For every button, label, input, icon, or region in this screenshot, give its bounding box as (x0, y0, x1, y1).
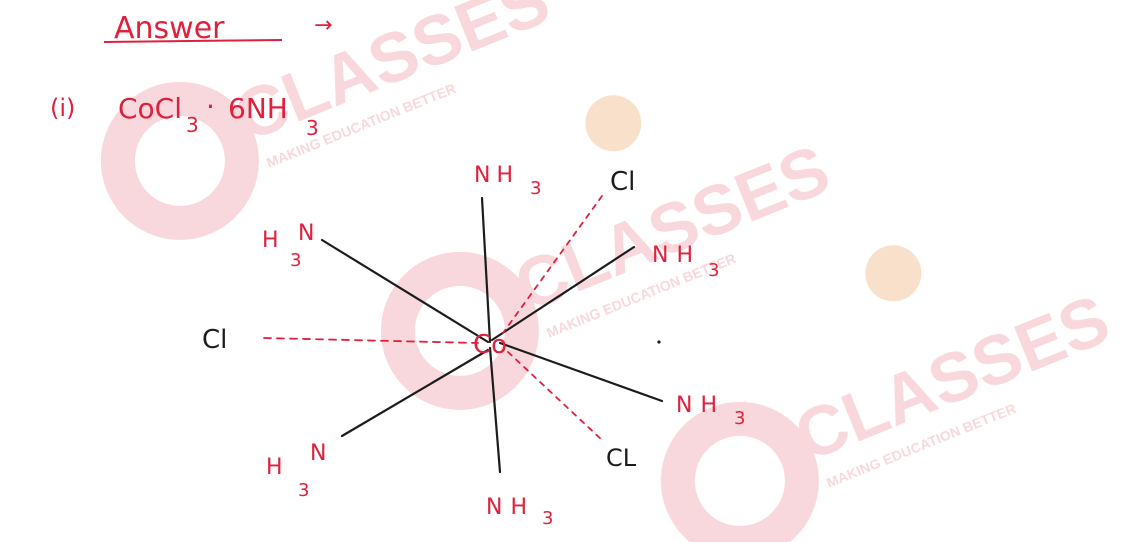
ligand-base: NH (474, 163, 519, 188)
ligand-h3n-lower-left: H 3 N (266, 441, 326, 501)
ligand-h3n-upper-left: H 3 N (262, 221, 314, 271)
ligand-base: N (298, 221, 314, 246)
ligand-nh3-upper-right: NH 3 (652, 243, 719, 281)
bond-solid-lower-left (340, 348, 490, 438)
ligand-nh3-bottom: NH 3 (486, 495, 553, 529)
watermark-q-ring (380, 251, 539, 410)
ligand-subscript: 3 (530, 178, 541, 199)
compound-main: CoCl (118, 92, 182, 125)
arrow-icon: → (314, 13, 332, 38)
ligand-nh3-lower-right: NH 3 (676, 393, 745, 429)
compound-subscript-1: 3 (186, 113, 199, 137)
ligand-base: Cl (610, 167, 635, 197)
compound-subscript-2: 3 (306, 116, 319, 140)
bond-solid-upper-left (320, 238, 490, 344)
ligand-subscript: 3 (298, 480, 309, 501)
watermark-brand: CLASSES (784, 280, 1120, 476)
ligand-cl-bottom-right: CL (606, 444, 637, 472)
bond-dashed-bottom-right (507, 351, 603, 441)
compound-dot: · (206, 90, 215, 123)
compound-formula: (i) CoCl 3 · 6NH 3 (50, 90, 319, 140)
question-number: (i) (50, 94, 75, 122)
stray-dot (657, 340, 661, 344)
answer-underline (103, 39, 283, 43)
ligand-cl-top-right: Cl (610, 167, 635, 197)
ligand-base: N (310, 441, 326, 466)
bond-solid-upper-right (490, 245, 636, 342)
watermark-q-ring (100, 81, 259, 240)
compound-tail: 6NH (228, 92, 288, 125)
watermark-head-icon (585, 95, 642, 152)
ligand-subscript: 3 (708, 260, 719, 281)
ligand-base: NH (652, 243, 701, 268)
watermark-head-icon (865, 245, 922, 302)
bond-solid-lower-right (498, 341, 664, 403)
central-atom-co: Co (473, 330, 507, 360)
ligand-subscript: 3 (290, 250, 301, 271)
watermark-brand: CLASSES (504, 130, 840, 326)
ligand-base: NH (486, 495, 535, 520)
answer-heading: Answer → (103, 11, 332, 46)
ligand-base: CL (606, 444, 637, 472)
ligand-subscript: 3 (542, 508, 553, 529)
ligand-base: NH (676, 393, 725, 418)
ligand-nh3-top: NH 3 (474, 163, 541, 199)
ligand-prefix: H (266, 455, 283, 480)
ligand-base: Cl (202, 325, 227, 355)
watermark-brand: CLASSES (224, 0, 560, 156)
watermark-q-ring (660, 401, 819, 542)
bond-solid-top (480, 196, 492, 344)
ligand-subscript: 3 (734, 408, 745, 429)
bond-lines (263, 195, 664, 474)
ligand-cl-left: Cl (202, 325, 227, 355)
bond-dashed-left (263, 337, 479, 344)
ligand-prefix: H (262, 228, 279, 253)
bond-solid-bottom (488, 346, 502, 474)
